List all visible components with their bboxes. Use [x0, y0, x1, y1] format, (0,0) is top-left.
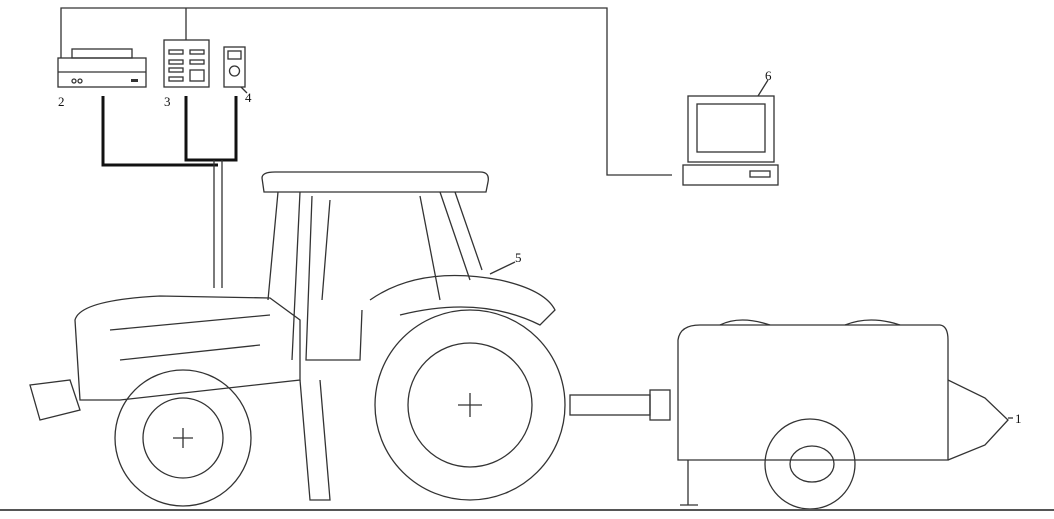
signal-wires — [60, 7, 672, 176]
tractor — [29, 171, 566, 507]
label-6: 6 — [765, 68, 772, 83]
leader-lines — [240, 79, 1013, 419]
label-3: 3 — [164, 94, 171, 109]
label-1: 1 — [1015, 411, 1022, 426]
controller-device — [163, 39, 210, 88]
recorder-device — [57, 48, 147, 88]
label-2: 2 — [58, 94, 65, 109]
drawbar — [569, 389, 671, 421]
label-4: 4 — [245, 90, 252, 105]
cable-bundle — [101, 96, 238, 288]
label-5: 5 — [515, 250, 522, 265]
computer — [682, 95, 779, 186]
trailer-tank — [677, 319, 1009, 510]
meter-device — [223, 46, 246, 88]
